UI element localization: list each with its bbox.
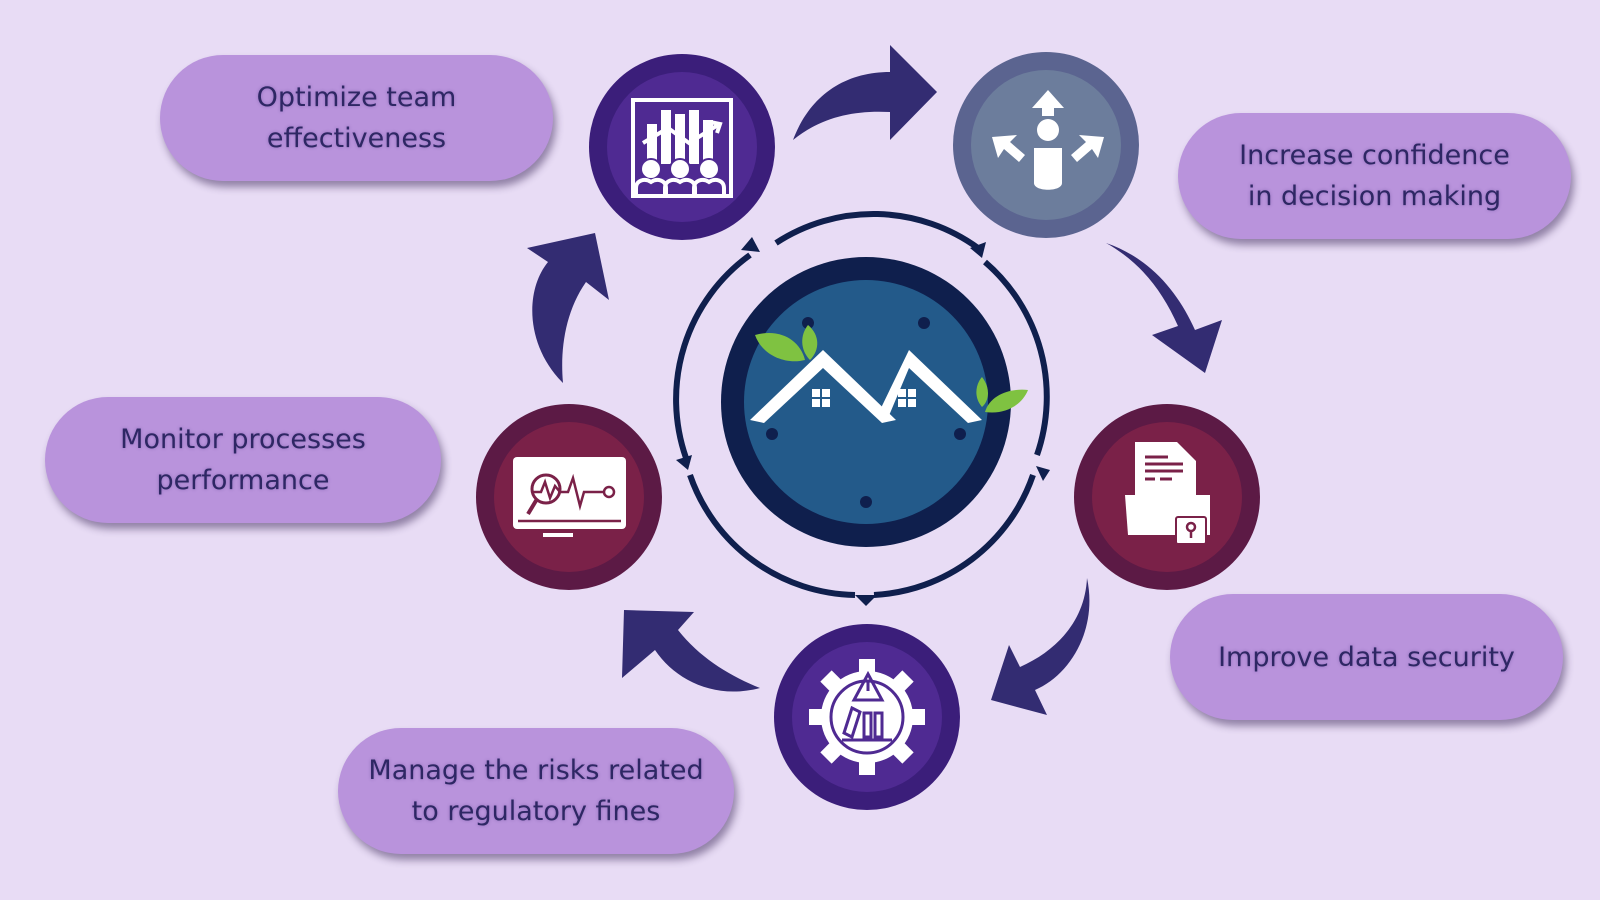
label-monitor-processes: Monitor processes performance: [45, 397, 441, 523]
label-increase-confidence: Increase confidence in decision making: [1178, 113, 1571, 239]
label-line: in decision making: [1247, 181, 1502, 212]
ring-arrowhead: [741, 237, 760, 252]
curved-arrow-confidence-to-security: [1106, 243, 1222, 373]
node-security: [1074, 404, 1260, 590]
curved-arrow-security-to-risks: [991, 578, 1090, 715]
node-risks: [774, 624, 960, 810]
label-line: effectiveness: [266, 123, 447, 154]
curved-arrow-optimize-to-confidence: [793, 45, 937, 140]
label-line: Improve data security: [1218, 641, 1515, 673]
house-roof-icon: [750, 350, 982, 423]
team-chart-icon: [631, 98, 733, 198]
node-confidence: [953, 52, 1139, 238]
label-optimize-team-effectiveness: Optimize team effectiveness: [160, 55, 553, 181]
label-line: Monitor processes: [120, 424, 366, 455]
node-optimize: [589, 54, 775, 240]
label-improve-data-security: Improve data security: [1170, 594, 1563, 720]
label-line: Increase confidence: [1239, 140, 1510, 171]
label-line: Manage the risks related: [368, 755, 704, 786]
center-ring: [673, 211, 1050, 598]
folder-lock-icon: [1125, 442, 1210, 545]
ring-arrowhead: [1036, 466, 1050, 481]
gear-warning-icon: [809, 659, 925, 775]
node-monitor: [476, 404, 662, 590]
label-line: Optimize team: [256, 82, 457, 113]
curved-arrow-monitor-to-optimize: [527, 233, 609, 383]
ring-arrowhead: [970, 242, 986, 258]
label-manage-risks: Manage the risks related to regulatory f…: [338, 728, 734, 854]
label-line: performance: [156, 465, 330, 496]
ring-arrowhead: [676, 455, 692, 470]
person-decision-arrows-icon: [992, 90, 1104, 190]
ring-arrowhead: [855, 595, 877, 606]
label-line: to regulatory fines: [411, 796, 661, 827]
leaf-icon: [755, 325, 1028, 413]
center-logo: [721, 257, 1028, 547]
curved-arrow-risks-to-monitor: [622, 610, 760, 692]
monitor-heartbeat-icon: [513, 457, 626, 537]
